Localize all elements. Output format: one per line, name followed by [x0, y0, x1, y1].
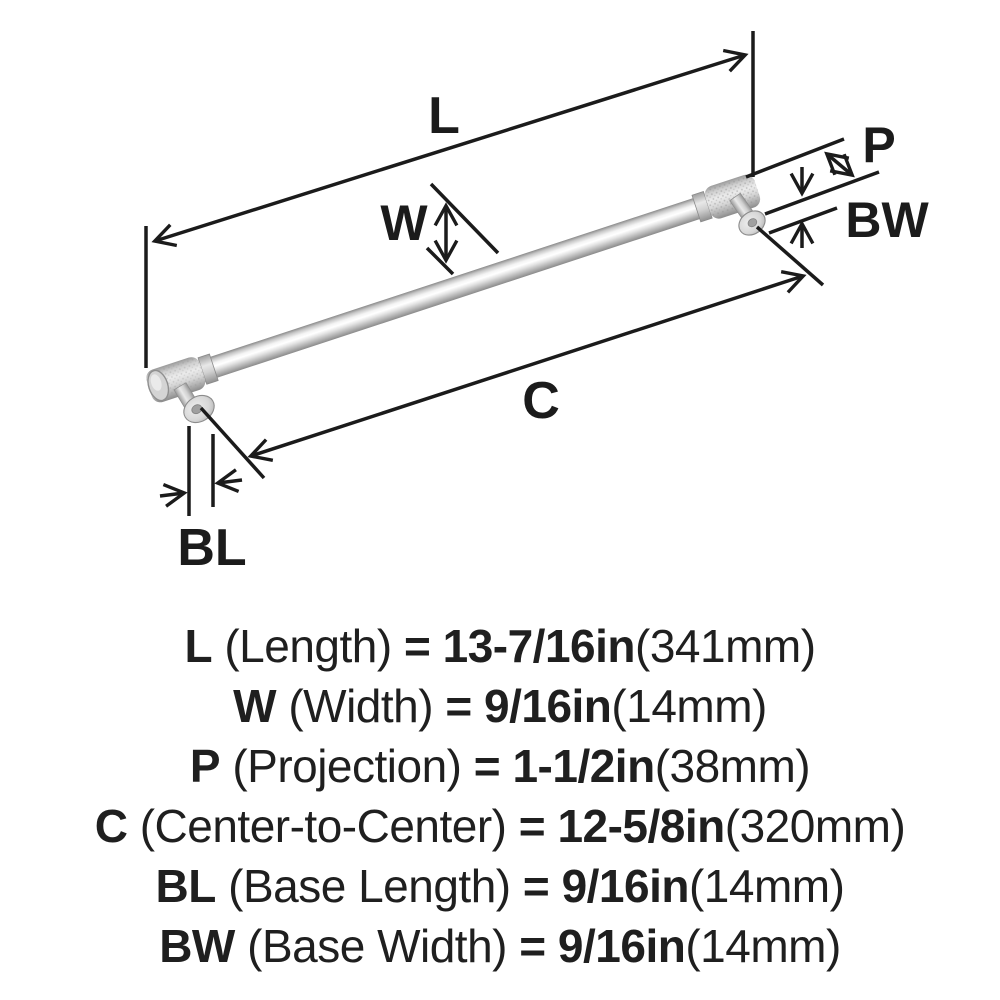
bl-arrow-left [214, 468, 243, 493]
p-dimension-arrow [824, 151, 855, 178]
spec-row-width: W (Width) = 9/16in(14mm) [0, 676, 1000, 736]
spec-label: (Base Length) [228, 860, 511, 912]
spec-label: (Projection) [232, 740, 462, 792]
p-extension-line-upper [745, 137, 845, 179]
right-foot-hole [747, 218, 758, 228]
spec-value: 13-7/16in [442, 620, 636, 672]
label-base-width: BW [845, 192, 929, 248]
spec-value: 1-1/2in [512, 740, 655, 792]
spec-value: 12-5/8in [557, 800, 725, 852]
spec-label: (Base Width) [247, 920, 507, 972]
spec-equals: = [473, 740, 501, 792]
spec-key: L [184, 620, 213, 672]
spec-equals: = [519, 920, 546, 972]
spec-metric: (14mm) [685, 920, 841, 972]
left-foot-hole [191, 404, 203, 415]
spec-value: 9/16in [561, 860, 690, 912]
spec-metric: (341mm) [635, 620, 816, 672]
c-dimension-line [247, 270, 807, 462]
spec-equals: = [403, 620, 431, 672]
c-extension-line-right [755, 225, 825, 287]
spec-label: (Width) [288, 680, 434, 732]
spec-key: BL [155, 860, 217, 912]
spec-equals: = [445, 680, 472, 732]
bl-arrow-right [159, 483, 188, 508]
dimension-spec-list: L (Length) = 13-7/16in(341mm) W (Width) … [0, 616, 1000, 976]
spec-label: (Length) [224, 620, 392, 672]
spec-key: C [94, 800, 128, 852]
label-width: W [380, 195, 428, 251]
spec-label: (Center-to-Center) [139, 800, 507, 852]
spec-equals: = [518, 800, 546, 852]
l-dimension-line [151, 48, 749, 248]
spec-row-base-width: BW (Base Width) = 9/16in(14mm) [0, 916, 1000, 976]
spec-value: 9/16in [484, 680, 612, 732]
spec-metric: (38mm) [654, 740, 811, 792]
spec-metric: (14mm) [688, 860, 845, 912]
w-tick-lower [425, 246, 455, 276]
spec-row-projection: P (Projection) = 1-1/2in(38mm) [0, 736, 1000, 796]
w-tick-upper [429, 182, 500, 255]
label-projection: P [862, 117, 895, 173]
spec-value: 9/16in [557, 920, 686, 972]
label-base-length: BL [177, 519, 246, 577]
spec-row-base-length: BL (Base Length) = 9/16in(14mm) [0, 856, 1000, 916]
spec-key: P [189, 740, 221, 792]
handle-rod [192, 197, 705, 384]
spec-equals: = [522, 860, 550, 912]
spec-metric: (14mm) [611, 680, 767, 732]
left-collar-ring [197, 353, 219, 385]
spec-key: BW [159, 920, 235, 972]
spec-row-length: L (Length) = 13-7/16in(341mm) [0, 616, 1000, 676]
c-extension-line-left [199, 406, 266, 480]
spec-key: W [233, 680, 277, 732]
p-extension-line-lower [764, 170, 880, 216]
spec-metric: (320mm) [724, 800, 906, 852]
spec-row-center-to-center: C (Center-to-Center) = 12-5/8in(320mm) [0, 796, 1000, 856]
label-center-to-center: C [522, 372, 560, 430]
handle-dimension-diagram: L W P BW C BL [144, 31, 929, 577]
label-length: L [428, 87, 460, 145]
